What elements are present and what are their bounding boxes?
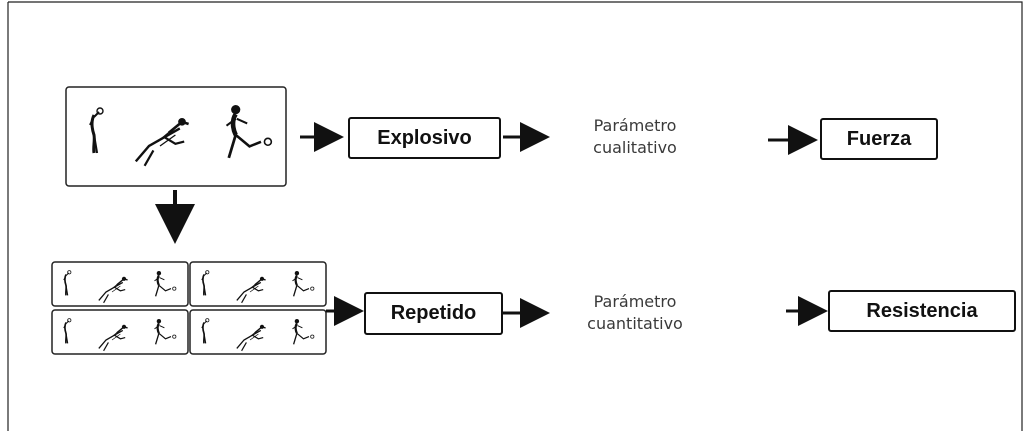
- fuerza-label: Fuerza: [846, 127, 912, 150]
- parameter-line1: Parámetro: [593, 292, 677, 311]
- repetido-box: Repetido: [364, 292, 503, 335]
- bottom-athletes-grid: [51, 261, 327, 355]
- frame-border: [8, 1, 1023, 431]
- explosivo-box: Explosivo: [348, 117, 501, 159]
- qualitative-parameter: Parámetro cualitativo: [560, 115, 710, 159]
- parameter-line2: cualitativo: [593, 138, 677, 157]
- quantitative-parameter: Parámetro cuantitativo: [560, 291, 710, 335]
- resistencia-label: Resistencia: [866, 299, 978, 322]
- top-athletes-panel: [65, 86, 287, 187]
- explosivo-label: Explosivo: [377, 126, 472, 149]
- repetido-label: Repetido: [390, 302, 477, 324]
- parameter-line2: cuantitativo: [587, 314, 683, 333]
- parameter-line1: Parámetro: [593, 116, 677, 135]
- fuerza-box: Fuerza: [820, 118, 938, 160]
- resistencia-box: Resistencia: [828, 290, 1016, 332]
